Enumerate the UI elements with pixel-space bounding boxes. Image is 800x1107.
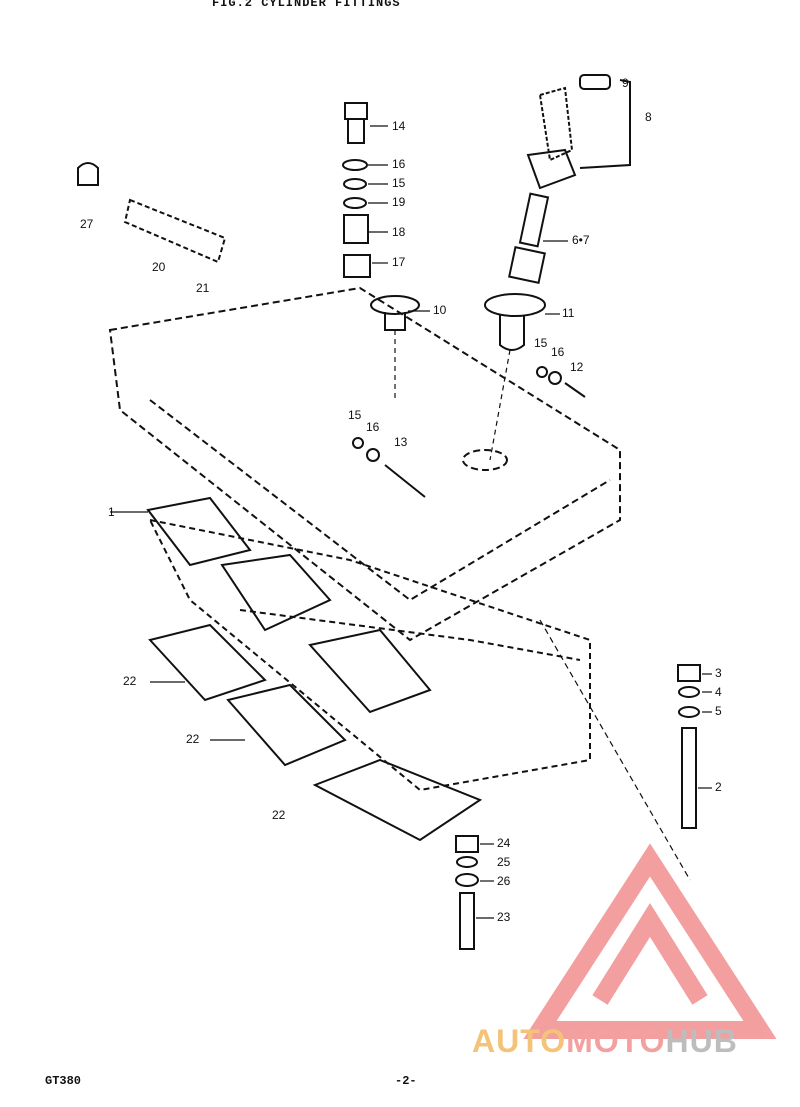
part-label-17: 17 xyxy=(392,255,406,269)
part-label-22b: 22 xyxy=(186,732,200,746)
part-label-15c: 15 xyxy=(348,408,362,422)
stud-2 xyxy=(677,664,701,829)
part-label-12: 12 xyxy=(570,360,584,374)
bolt-12 xyxy=(536,366,586,398)
part-label-15b: 15 xyxy=(534,336,548,350)
part-label-21: 21 xyxy=(196,281,210,295)
model-name: GT380 xyxy=(45,1074,82,1088)
part-label-4: 4 xyxy=(715,685,722,699)
part-label-10: 10 xyxy=(433,303,447,317)
part-label-14: 14 xyxy=(392,119,406,133)
part-label-18: 18 xyxy=(392,225,406,239)
head-gaskets xyxy=(146,496,432,714)
part-label-15: 15 xyxy=(392,176,406,190)
part-label-16c: 16 xyxy=(366,420,380,434)
spacer-11 xyxy=(484,293,546,317)
stud-23 xyxy=(455,835,479,950)
part-label-27: 27 xyxy=(80,217,94,231)
bolt-stack xyxy=(342,102,371,278)
cap-27 xyxy=(77,162,99,186)
damper-rubber xyxy=(123,198,227,264)
part-label-19: 19 xyxy=(392,195,406,209)
part-label-23: 23 xyxy=(497,910,511,924)
spark-plug-cap xyxy=(526,74,631,190)
bolt-13 xyxy=(352,437,426,498)
part-label-5: 5 xyxy=(715,704,722,718)
part-label-11: 11 xyxy=(562,306,575,320)
cylinder-block xyxy=(148,518,591,792)
part-label-22a: 22 xyxy=(123,674,137,688)
leader-lines xyxy=(110,125,712,919)
part-label-25: 25 xyxy=(497,855,511,869)
part-label-3: 3 xyxy=(715,666,722,680)
part-label-16: 16 xyxy=(392,157,406,171)
part-label-20: 20 xyxy=(152,260,166,274)
spark-plug xyxy=(508,192,550,284)
part-label-16b: 16 xyxy=(551,345,565,359)
watermark-text: AUTOMOTOHUB xyxy=(472,1023,738,1059)
part-label-1: 1 xyxy=(108,505,115,519)
part-label-6-7: 6•7 xyxy=(572,233,590,247)
part-label-9: 9 xyxy=(622,76,629,90)
base-gaskets xyxy=(148,623,483,842)
watermark-logo xyxy=(523,843,777,1039)
part-label-24: 24 xyxy=(497,836,511,850)
spacer-10 xyxy=(370,295,420,315)
cylinder-head xyxy=(108,286,621,642)
part-label-22c: 22 xyxy=(272,808,286,822)
part-label-2: 2 xyxy=(715,780,722,794)
part-label-26: 26 xyxy=(497,874,511,888)
figure-title: FIG.2 CYLINDER FITTINGS xyxy=(212,0,401,10)
part-label-13: 13 xyxy=(394,435,408,449)
page-number: -2- xyxy=(395,1074,417,1088)
part-label-8: 8 xyxy=(645,110,652,124)
